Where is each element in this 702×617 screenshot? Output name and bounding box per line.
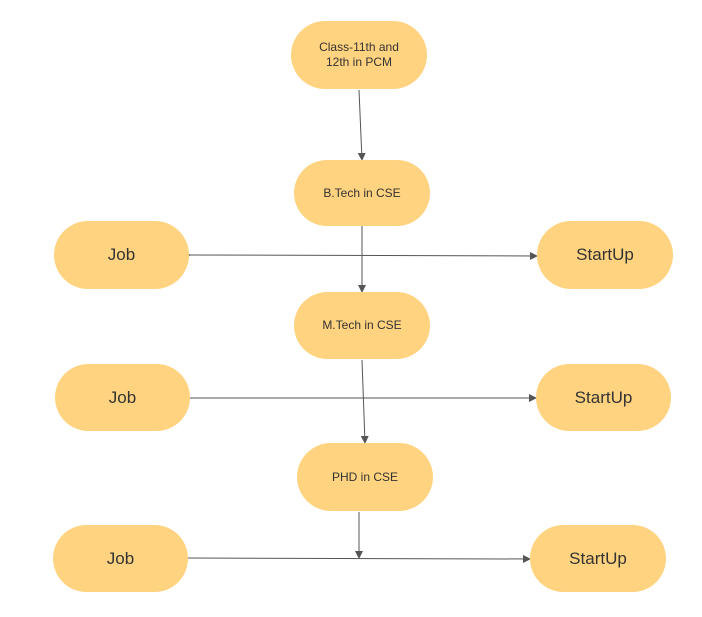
node-startup-2: StartUp: [536, 364, 671, 431]
edge-mtech-to-phd: [360, 359, 369, 444]
node-job-2: Job: [55, 364, 190, 431]
node-job-3: Job: [53, 525, 188, 592]
node-job-1: Job: [54, 221, 189, 289]
node-btech: B.Tech in CSE: [294, 160, 430, 226]
edge-job1-startup1: [182, 250, 538, 260]
edge-class-to-btech: [357, 89, 366, 161]
node-mtech: M.Tech in CSE: [294, 292, 430, 359]
node-startup-3: StartUp: [530, 525, 666, 592]
node-class-11-12: Class-11th and 12th in PCM: [291, 21, 427, 89]
edge-job3-startup3: [180, 553, 531, 563]
node-startup-1: StartUp: [537, 221, 673, 289]
node-phd: PHD in CSE: [297, 443, 433, 511]
